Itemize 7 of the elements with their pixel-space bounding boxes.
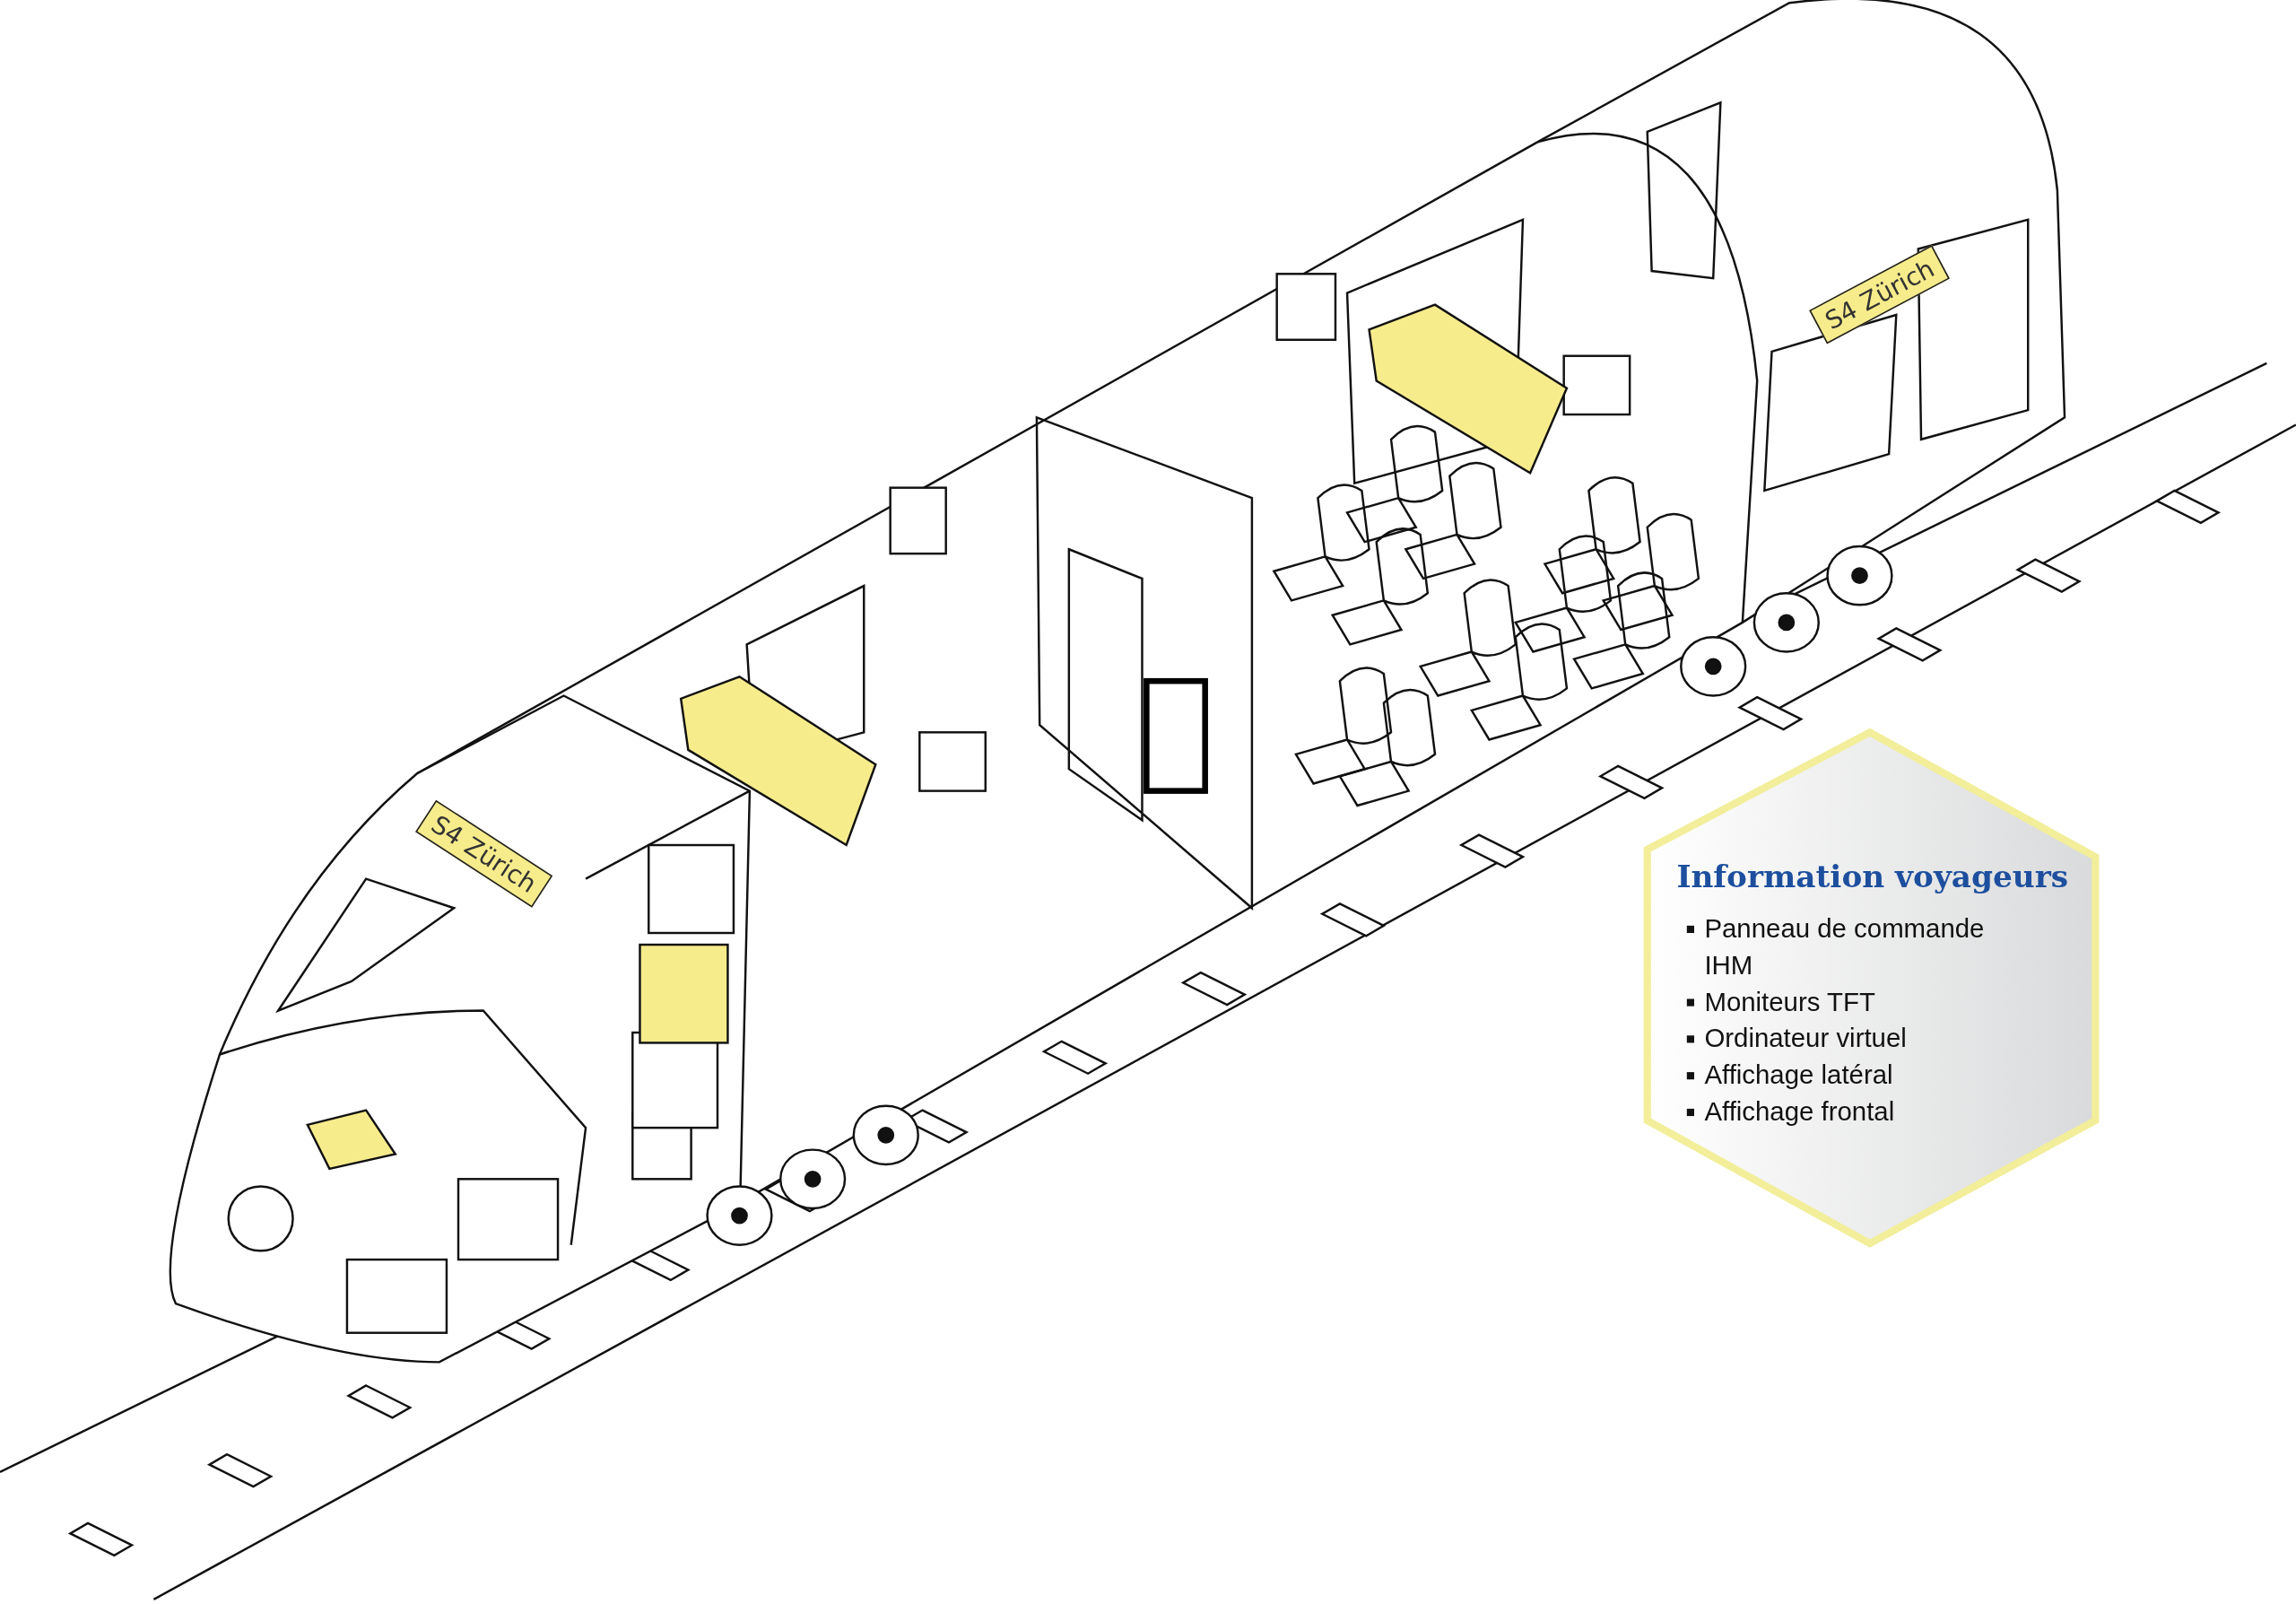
bullet-item: Moniteurs TFT [1686,984,2017,1021]
bullet-item: Affichage latéral [1686,1057,2017,1094]
bullet-item: Affichage frontal [1686,1094,2017,1131]
panel-title: Information voyageurs [1676,858,2069,895]
info-hexagon [1642,728,2100,1248]
bullet-item: Ordinateur virtuel [1686,1020,2017,1058]
bullet-item: Panneau de commande IHM [1686,911,2017,985]
